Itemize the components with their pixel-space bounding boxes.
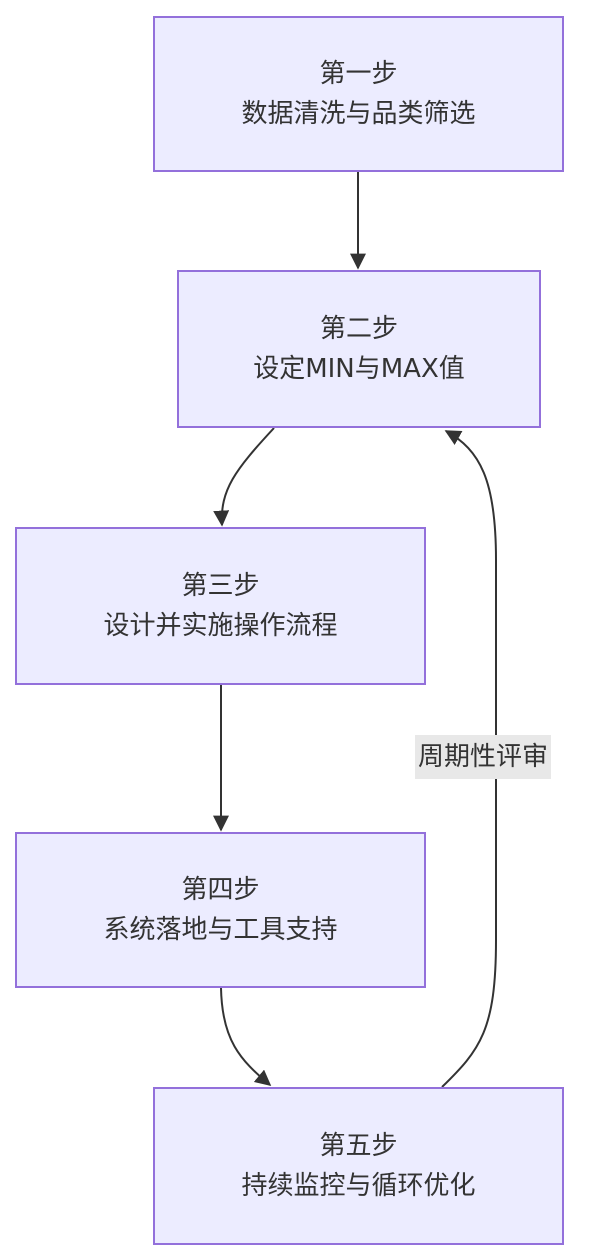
node-step5-title: 第五步	[319, 1130, 398, 1161]
node-step2-text: 设定MIN与MAX值	[253, 354, 465, 384]
edge-label-periodic-review: 周期性评审	[415, 735, 552, 779]
node-step1-text: 数据清洗与品类筛选	[241, 99, 476, 129]
node-step2: 第二步 设定MIN与MAX值	[177, 270, 541, 428]
node-step1-title: 第一步	[319, 58, 398, 89]
node-step1: 第一步 数据清洗与品类筛选	[153, 16, 564, 172]
node-step5-text: 持续监控与循环优化	[241, 1171, 476, 1201]
node-step4: 第四步 系统落地与工具支持	[15, 832, 426, 988]
edge-step4-to-step5	[220, 987, 272, 1087]
node-step3-title: 第三步	[181, 570, 260, 601]
node-step4-title: 第四步	[181, 874, 260, 905]
node-step3: 第三步 设计并实施操作流程	[15, 527, 426, 685]
node-step3-text: 设计并实施操作流程	[103, 611, 338, 641]
node-step2-title: 第二步	[319, 313, 398, 344]
node-step5: 第五步 持续监控与循环优化	[153, 1087, 564, 1245]
edge-step2-to-step3	[213, 427, 275, 527]
node-step4-text: 系统落地与工具支持	[103, 915, 338, 945]
